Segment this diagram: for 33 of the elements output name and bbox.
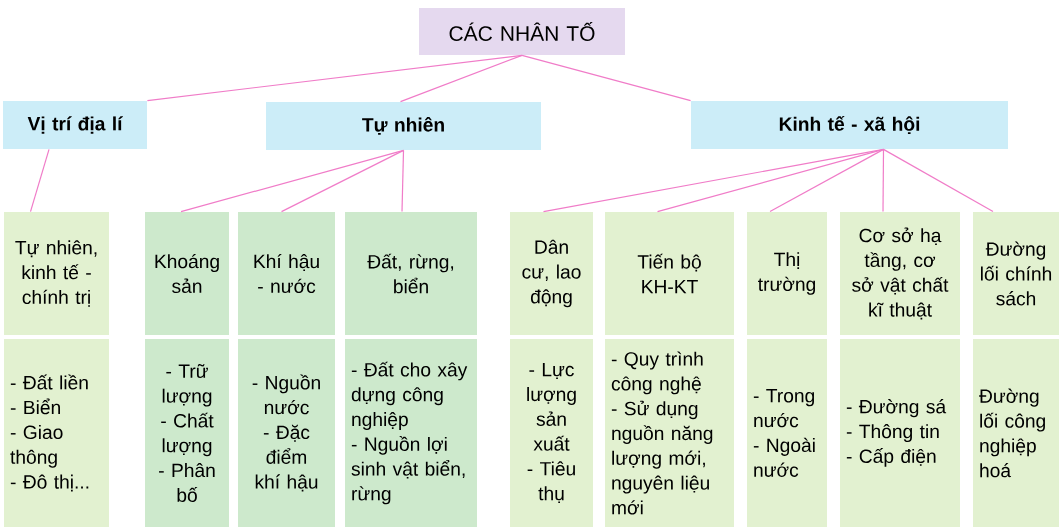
factor-box: Đường lối chính sách <box>973 212 1059 335</box>
connector-line <box>882 148 994 213</box>
connector-line <box>180 149 405 213</box>
factor-box: Dân cư, lao động <box>510 212 593 335</box>
connector-line <box>521 54 692 102</box>
connector-line <box>769 148 885 213</box>
root-box: CÁC NHÂN TỐ <box>419 8 625 55</box>
category-box: Vị trí địa lí <box>3 101 147 149</box>
factor-box: Đất, rừng, biển <box>345 212 477 335</box>
factor-box: Khoáng sản <box>145 212 229 335</box>
connector-line <box>29 148 50 213</box>
detail-box: - Lực lượng sản xuất - Tiêu thụ <box>510 339 593 527</box>
detail-box: - Đường sá - Thông tin - Cấp điện <box>840 339 960 527</box>
connector-line <box>399 54 523 103</box>
factor-box: Thị trường <box>747 212 827 335</box>
connector-line <box>656 148 885 213</box>
detail-box: - Đất liền - Biển - Giao thông - Đô thị... <box>4 339 109 527</box>
detail-box: - Quy trình công nghệ - Sử dụng nguồn năng lượng mới, nguyên liệu mới <box>605 339 734 527</box>
detail-box: - Nguồn nước - Đặc điểm khí hậu <box>238 339 335 527</box>
factor-box: Cơ sở hạ tầng, cơ sở vật chất kĩ thuật <box>840 212 960 335</box>
factor-box: Khí hậu - nước <box>238 212 335 335</box>
connector-line <box>882 148 885 213</box>
factor-box: Tiến bộ KH-KT <box>605 212 734 335</box>
factor-box: Tự nhiên, kinh tế - chính trị <box>4 212 109 335</box>
detail-box: Đường lối công nghiệp hoá <box>973 339 1059 527</box>
detail-box: - Trong nước - Ngoài nước <box>747 339 827 527</box>
connector-line <box>146 54 523 102</box>
detail-box: - Đất cho xây dựng công nghiệp - Nguồn lợi sinh vật biển, rừng <box>345 339 477 527</box>
connector-line <box>401 149 405 213</box>
category-box: Tự nhiên <box>266 102 541 150</box>
connector-line <box>280 149 405 213</box>
detail-box: - Trữ lượng - Chất lượng - Phân bố <box>145 339 229 527</box>
category-box: Kinh tế - xã hội <box>691 101 1008 149</box>
